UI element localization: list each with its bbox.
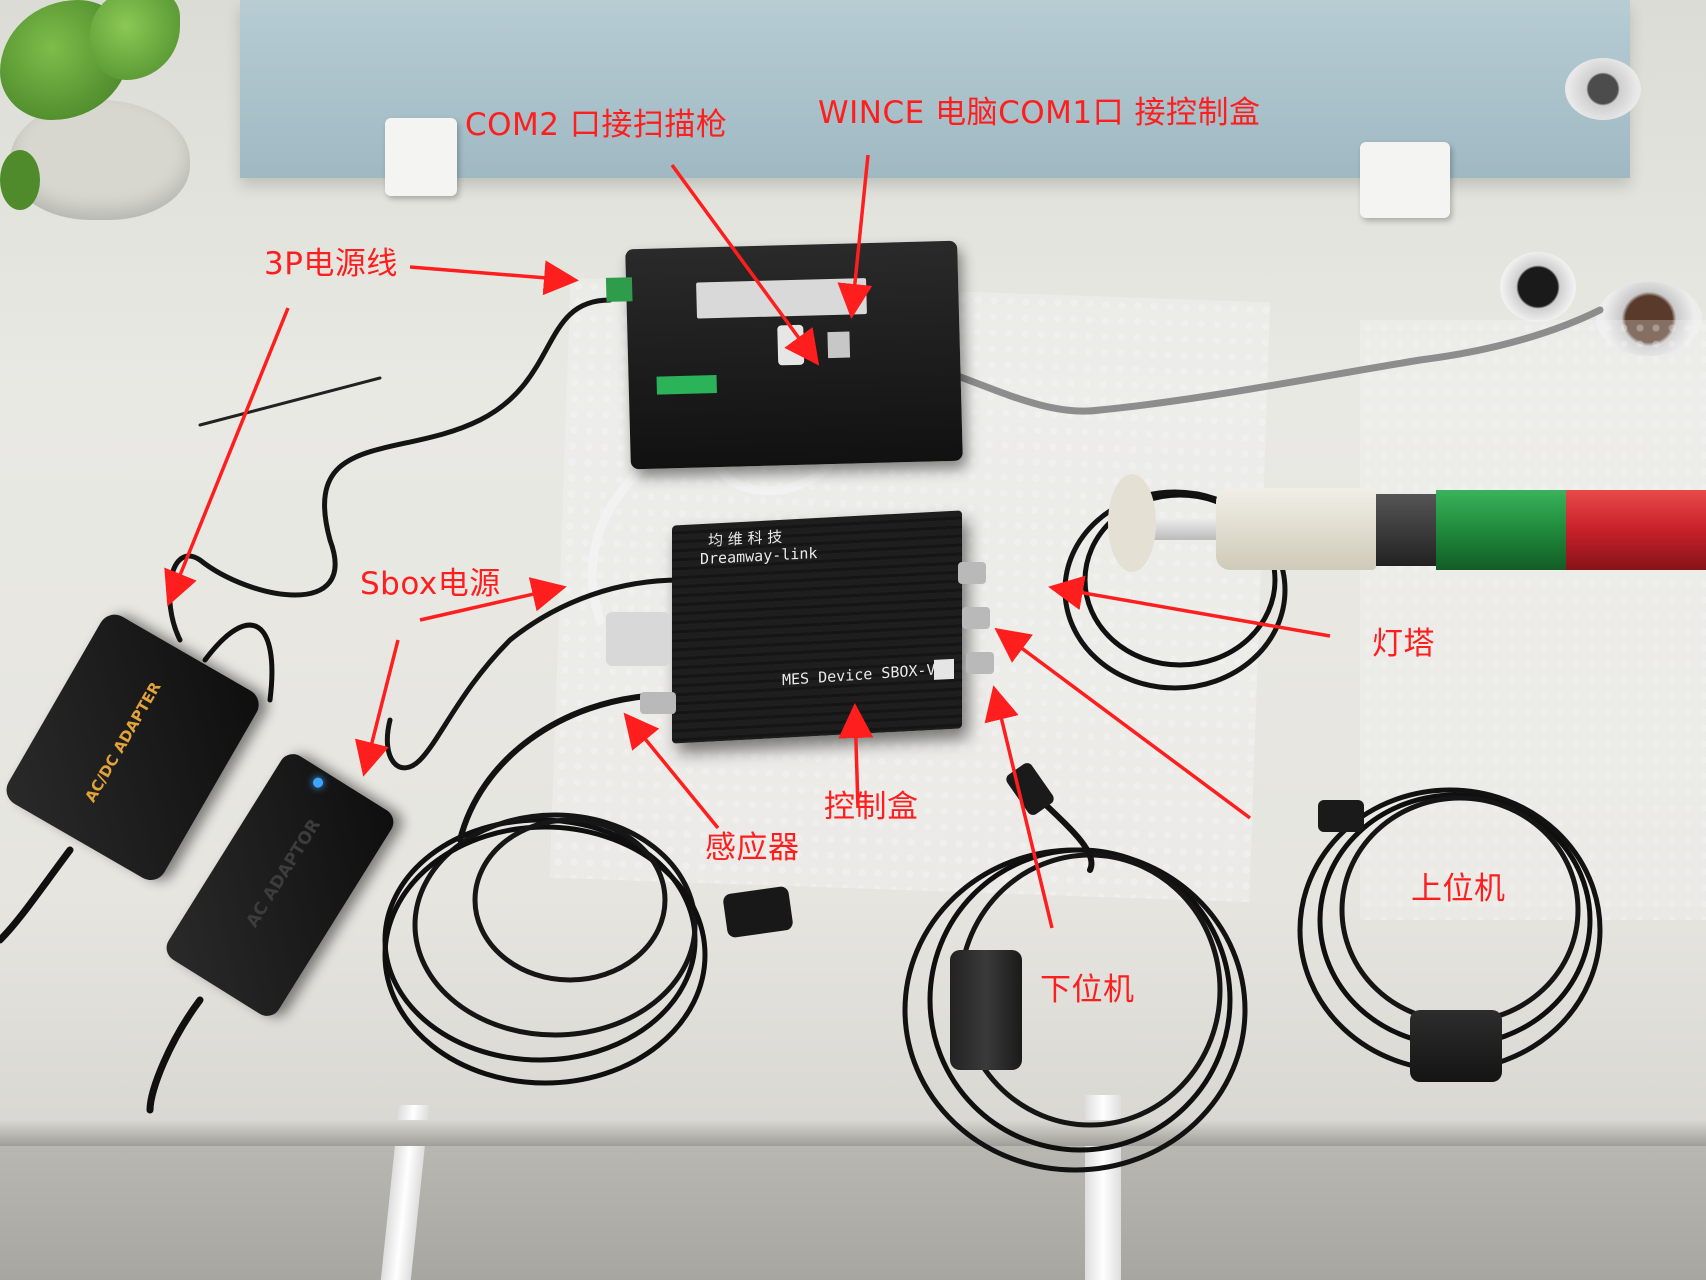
- label-com2: COM2 口接扫描枪: [465, 107, 728, 143]
- arrow-upper-machine: [994, 627, 1252, 820]
- arrow-3p-power: [409, 260, 579, 296]
- arrow-adapter-left: [164, 307, 290, 607]
- label-control-box: 控制盒: [824, 789, 919, 825]
- arrow-light-tower: [1048, 575, 1331, 638]
- connector-lower-machine: [962, 607, 990, 629]
- label-wince: WINCE 电脑COM1口 接控制盒: [818, 95, 1261, 131]
- lower-machine-plug: [950, 950, 1022, 1070]
- arrow-sbox-power: [419, 577, 567, 622]
- desk-grommet-hole-1: [1500, 252, 1576, 322]
- arrow-wince: [837, 154, 873, 319]
- arrow-adapter-center: [354, 639, 400, 777]
- arrow-com2: [670, 163, 820, 366]
- connector-light-tower: [958, 562, 986, 584]
- arrow-lower-machine: [984, 685, 1054, 929]
- upper-machine-plug: [1410, 1010, 1502, 1082]
- label-light-tower: 灯塔: [1372, 626, 1435, 662]
- connector-sensor: [640, 692, 676, 714]
- label-sbox-power: Sbox电源: [360, 566, 501, 602]
- arrow-sensor: [623, 712, 720, 830]
- partition-bracket-left: [385, 118, 457, 196]
- label-upper-machine: 上位机: [1411, 871, 1506, 907]
- desk-edge: [0, 1120, 1706, 1146]
- arrow-control-box: [838, 703, 874, 809]
- label-lower-machine: 下位机: [1040, 972, 1135, 1008]
- light-tower: [1108, 474, 1706, 580]
- connector-upper-machine: [966, 652, 994, 674]
- label-sensor: 感应器: [705, 830, 800, 866]
- label-3p-power: 3P电源线: [264, 246, 398, 282]
- upper-machine-m12-plug: [1318, 800, 1364, 832]
- desk-grommet-top: [1565, 58, 1641, 120]
- partition-bracket-right: [1360, 142, 1450, 218]
- serial-connector: [606, 612, 670, 666]
- floor: [0, 1140, 1706, 1280]
- potted-plant: [0, 0, 210, 230]
